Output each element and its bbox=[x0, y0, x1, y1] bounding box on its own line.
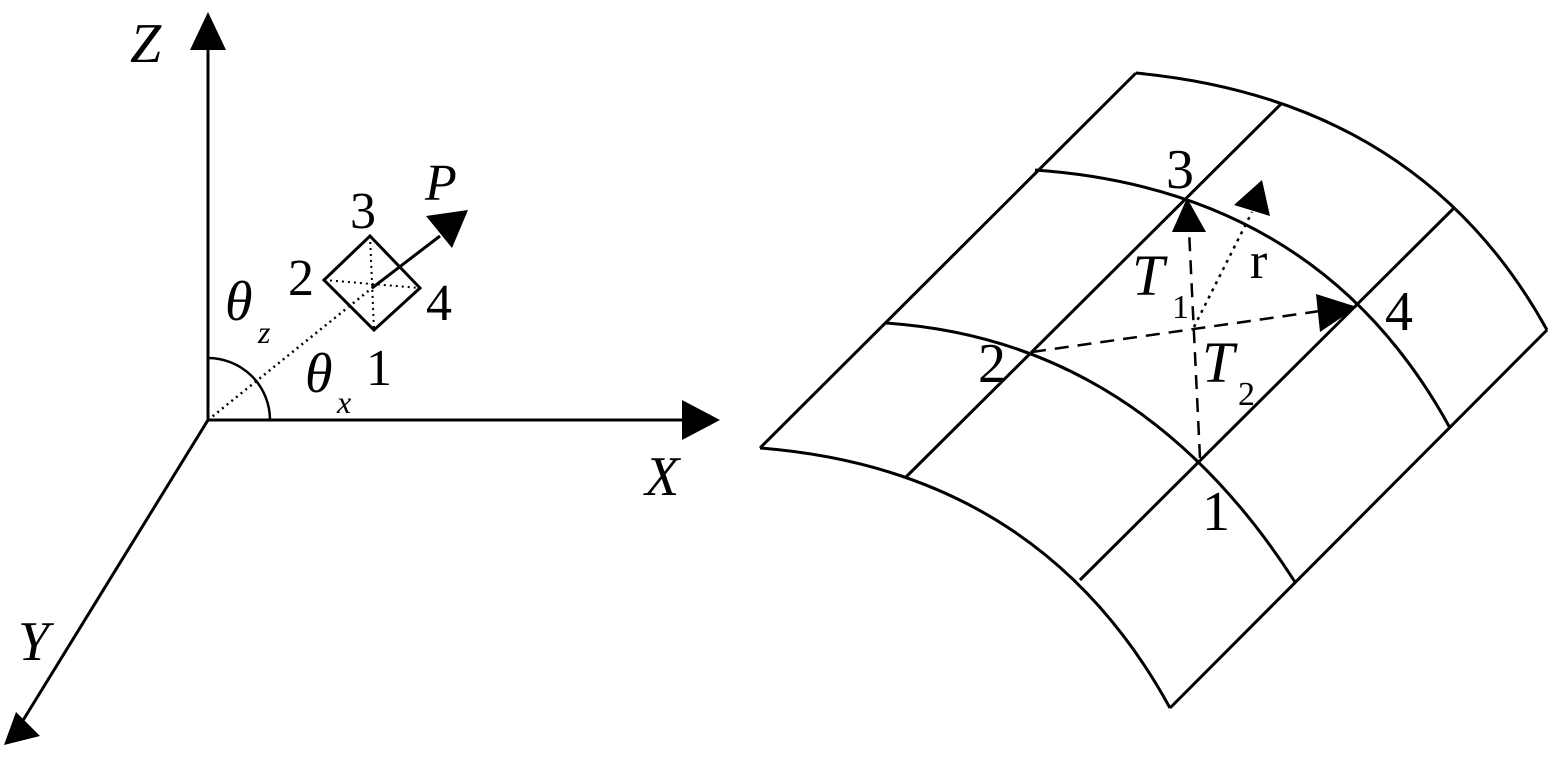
tangent-t2-arrowhead bbox=[1316, 294, 1357, 332]
x-axis-arrowhead bbox=[682, 400, 720, 440]
surface-line-2 bbox=[903, 101, 1284, 480]
theta-x-subscript: x bbox=[336, 384, 351, 420]
tangent-t2-symbol: T bbox=[1202, 330, 1238, 395]
surface-node-3: 3 bbox=[1166, 139, 1194, 201]
z-axis-arrowhead bbox=[190, 12, 226, 50]
surface-vectors bbox=[1031, 180, 1357, 459]
surface-node-2: 2 bbox=[978, 333, 1006, 395]
small-element bbox=[321, 210, 468, 333]
surface-curve-2 bbox=[1034, 168, 1452, 429]
tangent-t1-arrowhead bbox=[1172, 198, 1206, 232]
tangent-t1-subscript: 1 bbox=[1172, 289, 1189, 326]
theta-x-symbol: θ bbox=[305, 343, 333, 405]
coordinate-axes bbox=[4, 12, 720, 745]
surface-node-1: 1 bbox=[1202, 481, 1230, 543]
theta-z-symbol: θ bbox=[225, 271, 253, 333]
normal-r bbox=[1192, 211, 1254, 328]
surface-edge-left bbox=[759, 446, 1172, 709]
angle-markers bbox=[207, 287, 373, 421]
tangent-t1 bbox=[1187, 229, 1202, 459]
element-node-4: 4 bbox=[426, 275, 452, 332]
surface-line-3 bbox=[1078, 205, 1457, 582]
surface-line-bottom bbox=[1168, 328, 1549, 710]
z-axis-label: Z bbox=[130, 13, 162, 75]
element-node-3: 3 bbox=[350, 183, 376, 240]
surface-node-4: 4 bbox=[1385, 281, 1413, 343]
vector-p-label: P bbox=[424, 155, 457, 212]
normal-r-label: r bbox=[1250, 233, 1267, 290]
curved-surface bbox=[758, 71, 1549, 710]
surface-line-top bbox=[758, 71, 1138, 450]
element-node-1: 1 bbox=[366, 340, 392, 397]
tangent-t1-symbol: T bbox=[1132, 243, 1168, 308]
surface-curve-1 bbox=[885, 321, 1297, 583]
element-diagonal-24 bbox=[323, 279, 421, 289]
theta-z-arc bbox=[207, 356, 272, 421]
normal-vector-arrowhead bbox=[426, 210, 468, 248]
y-axis-arrowhead bbox=[4, 712, 40, 745]
theta-z-subscript: z bbox=[257, 314, 271, 350]
tangent-t2 bbox=[1031, 309, 1321, 354]
y-axis bbox=[20, 419, 210, 723]
x-axis-label: X bbox=[643, 446, 682, 508]
element-node-2: 2 bbox=[288, 250, 314, 307]
y-axis-label: Y bbox=[18, 611, 55, 673]
normal-r-arrowhead bbox=[1234, 180, 1270, 216]
normal-vector-p bbox=[371, 234, 441, 290]
tangent-t2-subscript: 2 bbox=[1238, 376, 1255, 413]
element-outline bbox=[321, 233, 423, 333]
projection-line bbox=[207, 287, 373, 421]
surface-edge-right bbox=[1135, 71, 1549, 331]
element-diagonal-13 bbox=[369, 235, 375, 331]
